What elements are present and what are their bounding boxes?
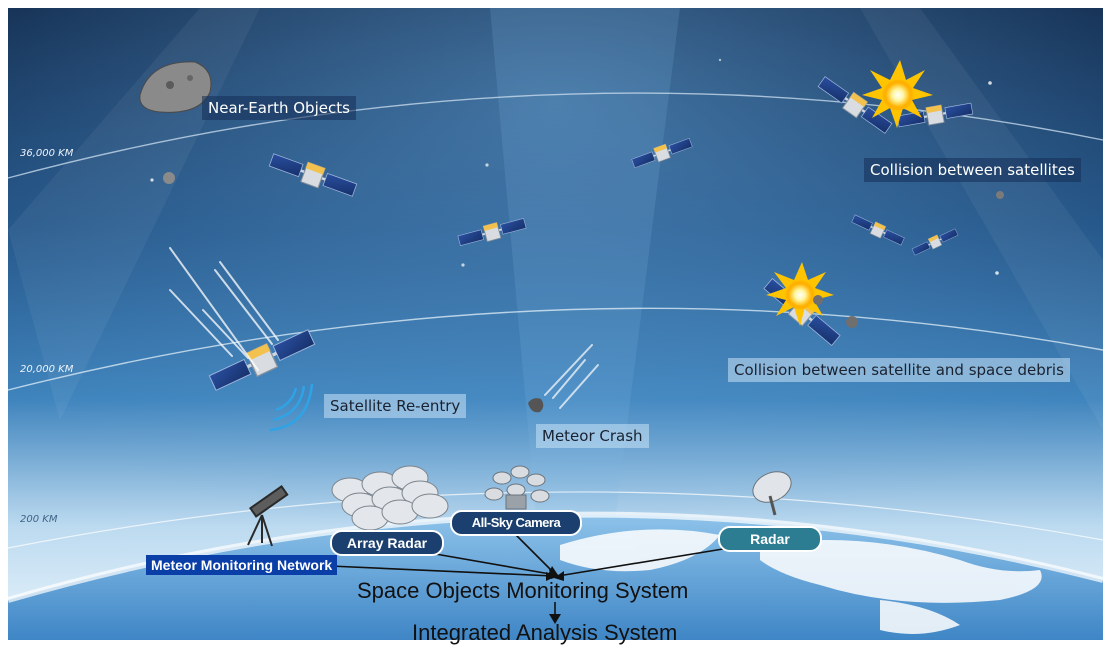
pill-all-sky-camera: All-Sky Camera [450, 510, 582, 536]
small-asteroid-icon [163, 172, 175, 184]
camera-array-icon [484, 465, 550, 510]
asteroid-icon [139, 61, 212, 113]
label-collision-satellites: Collision between satellites [864, 158, 1081, 182]
orbit-leo [7, 491, 1104, 549]
arrow-heads [546, 566, 564, 624]
label-space-objects-monitoring-system: Space Objects Monitoring System [357, 578, 689, 603]
label-meteor-crash: Meteor Crash [536, 424, 649, 448]
pill-array-radar: Array Radar [330, 530, 444, 556]
label-integrated-analysis-system: Integrated Analysis System [412, 620, 678, 645]
reentry-trail [169, 247, 279, 371]
orbit-meo [7, 307, 1104, 391]
label-near-earth-objects: Near-Earth Objects [202, 96, 356, 120]
meteor-trail [544, 344, 599, 409]
radio-wave-icon [269, 383, 314, 432]
connector-arrows [329, 534, 730, 620]
light-beam [490, 8, 680, 560]
radar-dish-icon [752, 471, 792, 516]
explosion-icon [766, 262, 834, 326]
stars [150, 58, 999, 275]
continents [560, 529, 1042, 634]
meteor-icon [528, 398, 544, 413]
altitude-label-meo: 20,000 KM [20, 364, 74, 375]
pill-radar: Radar [718, 526, 822, 552]
telescope-icon [247, 485, 289, 547]
explosion-icon [862, 60, 933, 128]
altitude-label-geo: 36,000 KM [20, 148, 74, 159]
label-collision-debris: Collision between satellite and space de… [728, 358, 1070, 382]
label-satellite-reentry: Satellite Re-entry [324, 394, 467, 418]
radar-dish-array-icon [331, 465, 449, 531]
altitude-label-leo: 200 KM [20, 514, 58, 525]
label-meteor-monitoring-network: Meteor Monitoring Network [146, 555, 338, 575]
